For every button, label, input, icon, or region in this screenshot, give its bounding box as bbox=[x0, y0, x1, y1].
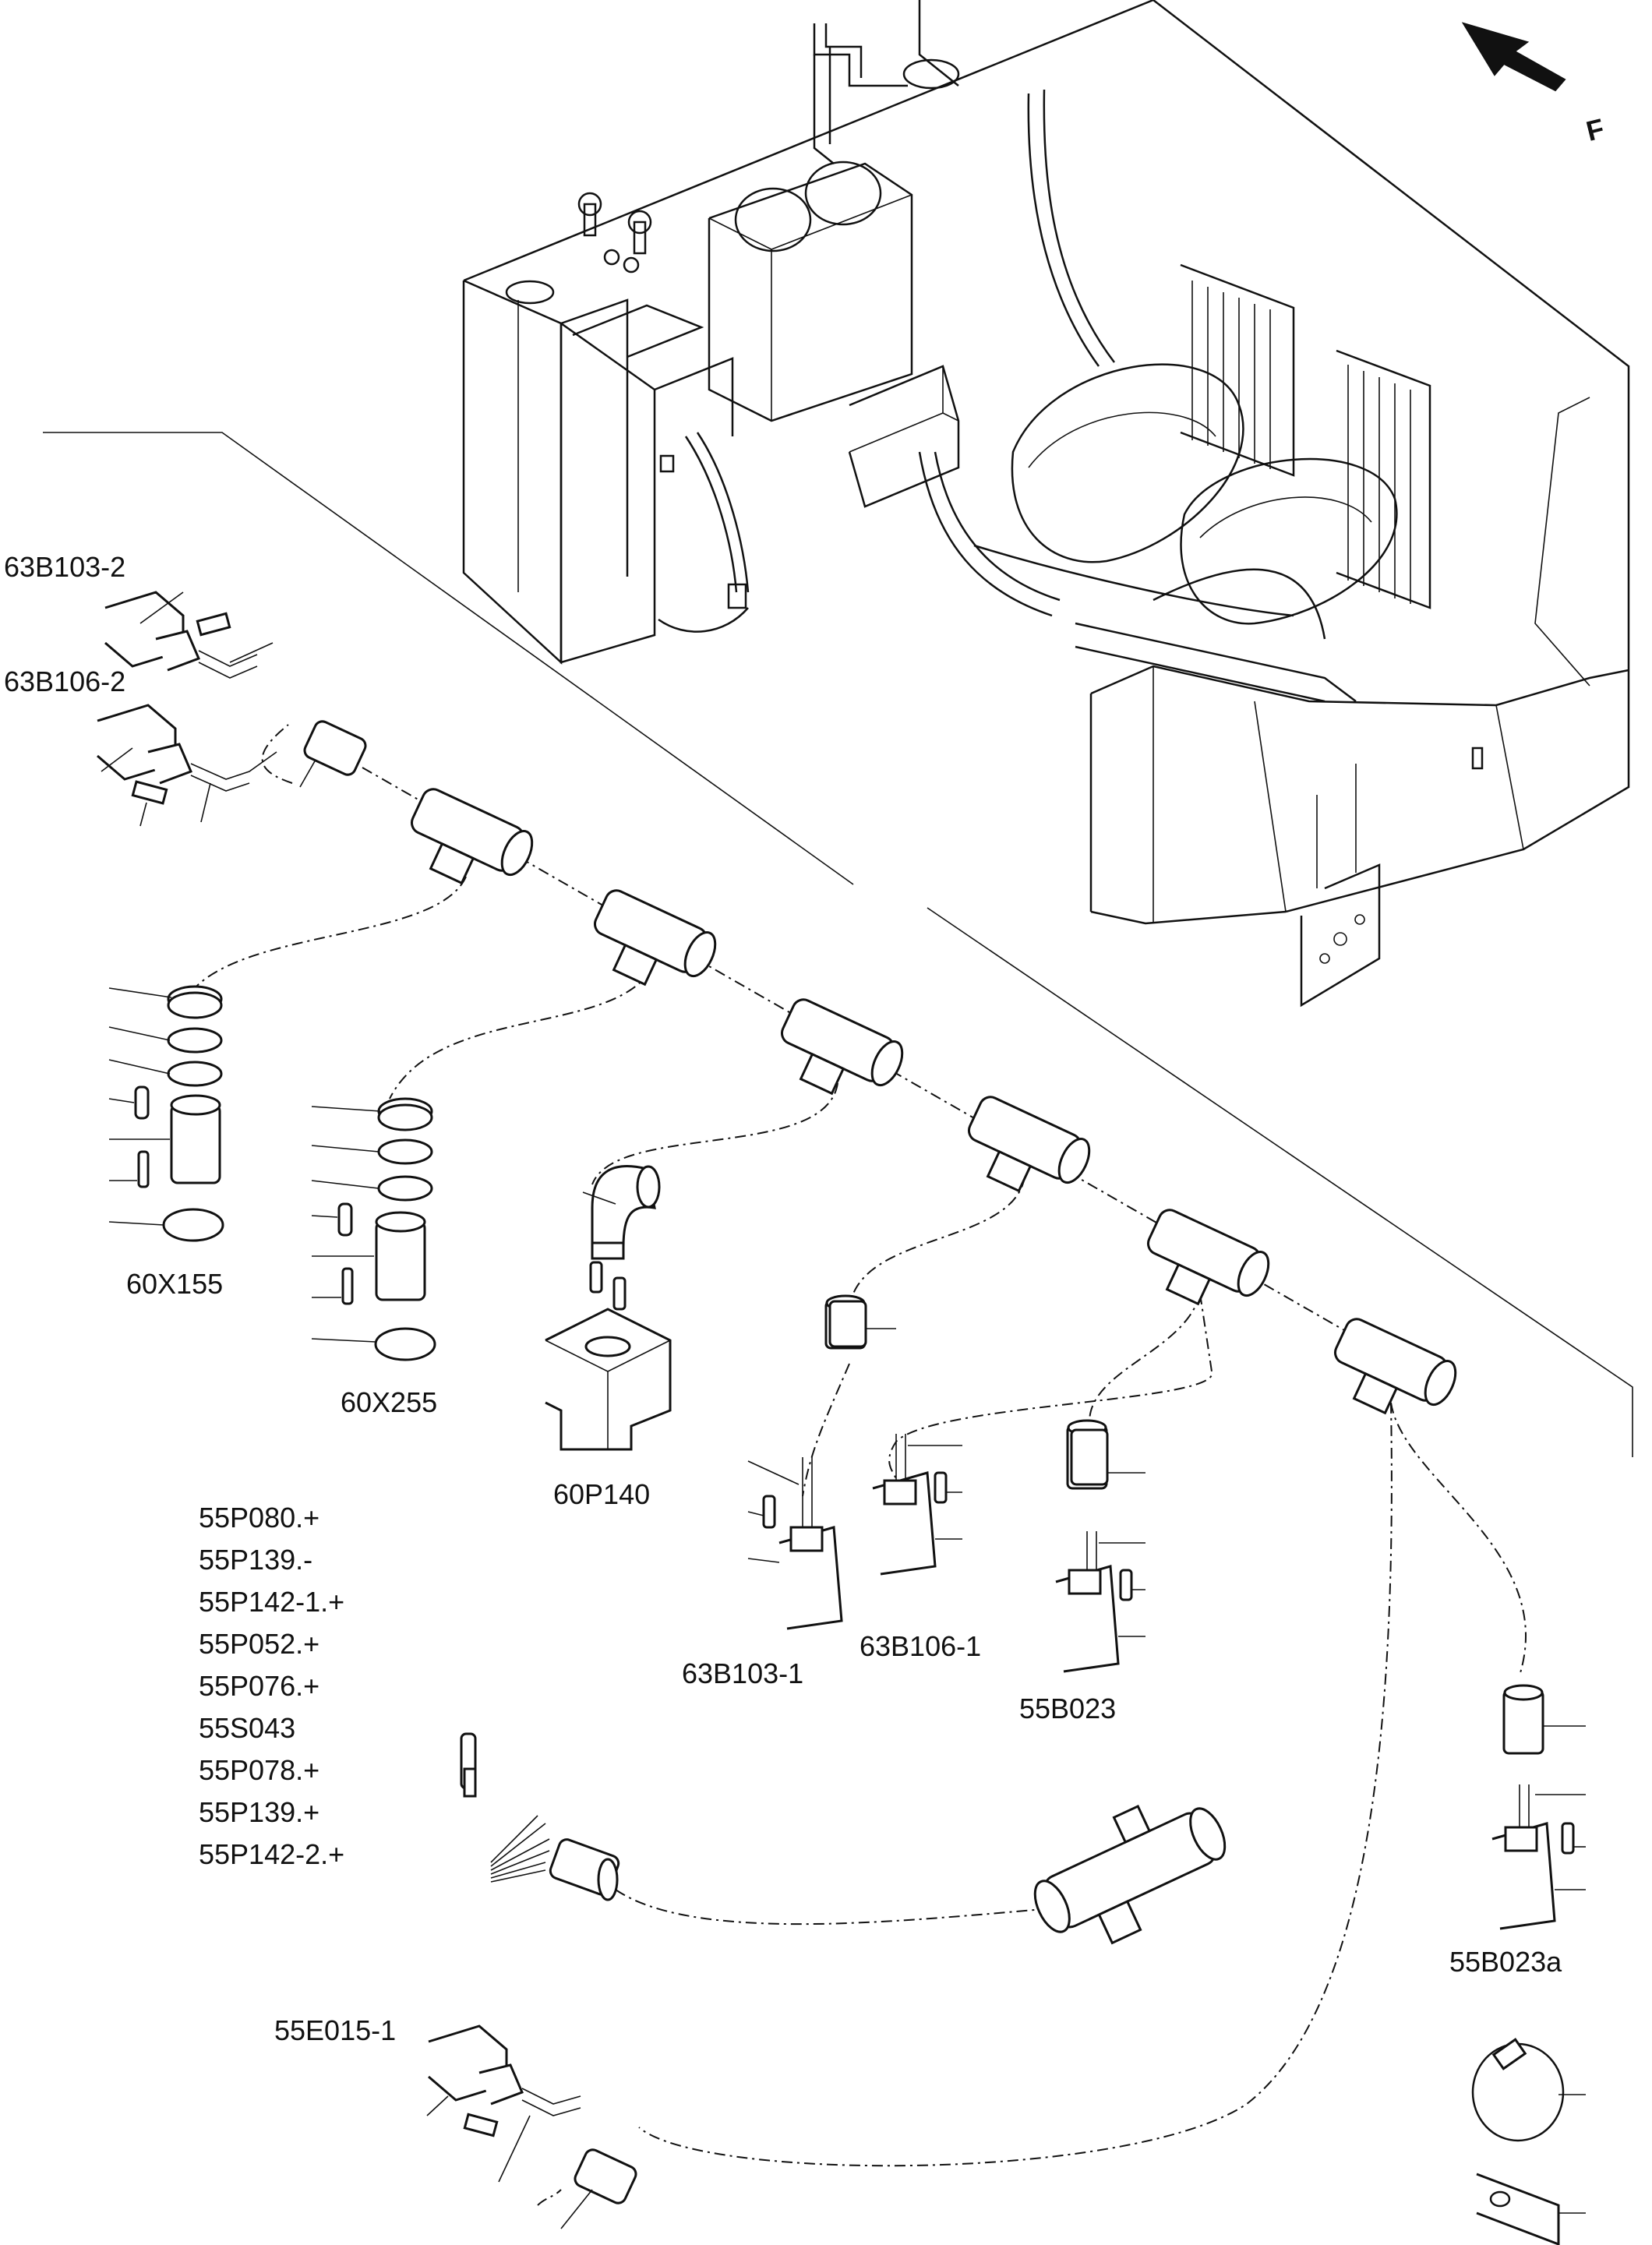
sensor-list-item: 55S043 bbox=[199, 1712, 295, 1744]
seal-kit-60x155 bbox=[108, 985, 224, 1242]
fitting-upper bbox=[299, 720, 367, 788]
connector-63b103-2 bbox=[104, 591, 274, 679]
label-60p140: 60P140 bbox=[553, 1478, 650, 1510]
label-60x255: 60X255 bbox=[341, 1386, 437, 1418]
sensor-list-item: 55P139.- bbox=[199, 1544, 312, 1576]
cable-tie bbox=[1471, 2038, 1586, 2142]
label-60x155: 60X155 bbox=[126, 1268, 223, 1300]
label-63b103-2: 63B103-2 bbox=[4, 551, 125, 583]
label-63b103-1: 63B103-1 bbox=[682, 1657, 803, 1689]
tee-fitting bbox=[967, 1096, 1091, 1193]
tee-fitting bbox=[410, 788, 534, 885]
sensor-manifold bbox=[460, 1732, 1227, 1945]
tee-fitting bbox=[1146, 1209, 1270, 1306]
sensor-list-item: 55P142-1.+ bbox=[199, 1586, 344, 1618]
sensor-list-item: 55P139.+ bbox=[199, 1796, 319, 1828]
connector-63b106-2 bbox=[97, 704, 277, 827]
sensor-list: 55P080.+ 55P139.- 55P142-1.+ 55P052.+ 55… bbox=[199, 1502, 344, 1870]
connector-63b103-1 bbox=[747, 1294, 896, 1630]
sensor-list-item: 55P142-2.+ bbox=[199, 1838, 344, 1870]
label-55b023a: 55B023a bbox=[1449, 1946, 1562, 1978]
connector-63b106-1 bbox=[872, 1434, 962, 1576]
label-63b106-2: 63B106-2 bbox=[4, 665, 125, 697]
label-63b106-1: 63B106-1 bbox=[860, 1630, 981, 1662]
direction-letter: F bbox=[1583, 112, 1607, 147]
tee-fitting bbox=[593, 889, 717, 987]
sensor-list-item: 55P076.+ bbox=[199, 1670, 319, 1702]
part-labels: 63B103-2 63B106-2 60X155 60X255 60P140 6… bbox=[4, 551, 1562, 2046]
tee-fitting bbox=[780, 998, 904, 1096]
tee-fittings bbox=[410, 788, 1457, 1415]
connector-55b023a bbox=[1491, 1684, 1586, 1930]
connector-55e015-1 bbox=[426, 2024, 637, 2229]
machine-body bbox=[462, 0, 1630, 1008]
sensor-list-item: 55P052.+ bbox=[199, 1628, 319, 1660]
branch-fittings bbox=[828, 1300, 1109, 1486]
marker-plate bbox=[1476, 2173, 1586, 2245]
block-60p140 bbox=[545, 1165, 672, 1451]
label-55b023: 55B023 bbox=[1019, 1693, 1116, 1724]
hose-route bbox=[186, 724, 1527, 2206]
direction-marker: F bbox=[1461, 22, 1608, 147]
callout-leaders bbox=[43, 432, 1633, 1457]
label-55e015-1: 55E015-1 bbox=[274, 2014, 396, 2046]
sensor-list-item: 55P078.+ bbox=[199, 1754, 319, 1786]
arrow-up-left-icon bbox=[1461, 22, 1566, 92]
seal-kit-60x255 bbox=[311, 1097, 436, 1361]
sensor-list-item: 55P080.+ bbox=[199, 1502, 319, 1534]
tee-fitting bbox=[1333, 1318, 1457, 1415]
